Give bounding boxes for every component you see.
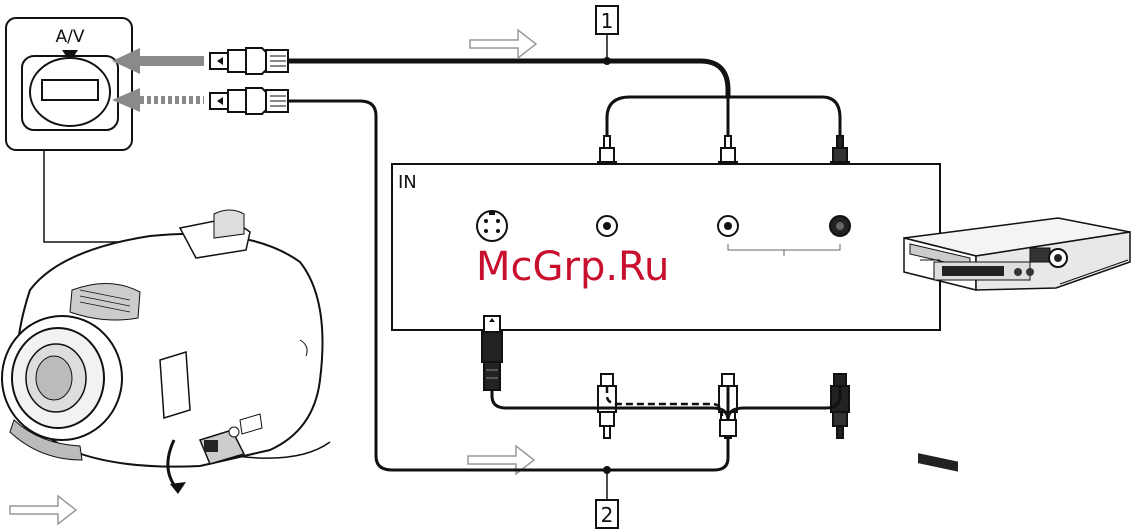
s-video-jack-icon xyxy=(477,211,507,241)
rca-jack-icon xyxy=(830,216,850,236)
vcr-icon xyxy=(904,218,1130,472)
watermark: McGrp.Ru xyxy=(476,244,669,290)
signal-arrow-icon xyxy=(10,496,76,524)
callout-2: 2 xyxy=(596,500,618,528)
av-plug-icon xyxy=(210,88,288,114)
callout-1: 1 xyxy=(596,6,618,34)
av-jack-box: A/V xyxy=(6,18,132,150)
camcorder-icon xyxy=(2,210,330,494)
rca-jack-icon xyxy=(718,216,738,236)
signal-arrow-icon xyxy=(470,30,536,58)
s-video-plug-icon xyxy=(482,316,502,390)
panel-label: IN xyxy=(398,172,417,193)
cable-1 xyxy=(288,34,840,122)
av-plug-icon xyxy=(210,48,288,74)
svg-text:2: 2 xyxy=(601,503,614,527)
av-jack-label: A/V xyxy=(56,27,85,47)
rca-jack-icon xyxy=(597,216,617,236)
svg-text:1: 1 xyxy=(601,9,614,33)
rca-plug-icon xyxy=(598,374,616,438)
